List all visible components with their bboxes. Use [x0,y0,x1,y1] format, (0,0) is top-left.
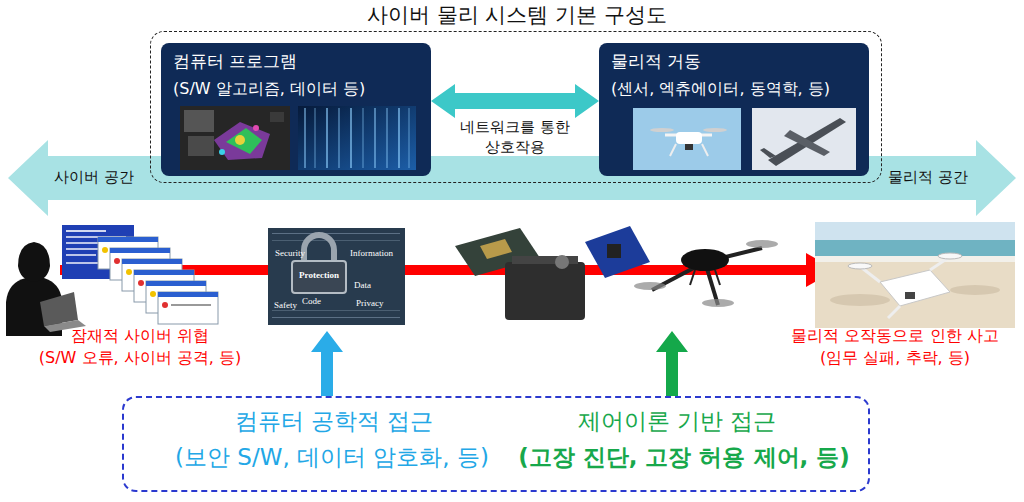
approach-body: (고장 진단, 고장 허용 제어, 등) [518,444,850,472]
security-image [304,235,334,262]
image-word: Security [275,248,305,259]
drone [681,249,729,271]
crash-photo [815,240,1015,256]
image-word: Safety [274,300,297,311]
crash-photo [815,222,1015,328]
error-screen [66,254,96,256]
error-window-cascade [158,292,218,297]
crash-photo [938,253,962,259]
approach-heading: 컴퓨터 공학적 접근 [235,408,434,436]
security-image [272,240,400,241]
error-window-cascade [114,258,120,264]
drone [690,270,695,285]
approach-heading: 제어이론 기반 접근 [578,408,777,436]
hardware-parts [505,262,585,320]
control-approach-arrow [656,331,688,396]
error-window-cascade [134,270,194,275]
computer-approach-arrow [311,331,343,396]
crash-photo [880,270,950,306]
hacker-figure [18,242,50,282]
crash-photo [950,285,1000,295]
error-window-cascade [171,304,211,306]
physical-box: 물리적 거동 (센서, 엑츄에이터, 동역학, 등) [599,43,869,176]
hardware-parts [607,244,621,258]
hardware-parts [555,255,569,269]
image-word: Code [302,296,321,307]
crash-photo [830,294,890,306]
image-word: Privacy [356,298,384,309]
hacker-figure [40,292,78,326]
security-image [272,317,400,318]
drone [634,240,778,307]
crash-photo [905,292,915,299]
error-window-cascade [162,302,168,308]
error-window-cascade [122,259,182,264]
security-image [268,228,405,325]
computer-approach-arrow [311,331,343,396]
crash-photo [848,263,872,269]
box-body: (센서, 엑츄에이터, 동역학, 등) [611,79,830,98]
error-window-cascade [110,248,170,253]
box-heading: 물리적 거동 [611,51,701,71]
threat-label: (S/W 오류, 사이버 공격, 등) [39,348,241,367]
crash-photo [862,268,880,282]
accident-label: (임무 실패, 추락, 등) [820,348,970,367]
cyber-box: 컴퓨터 프로그램 (S/W 알고리즘, 데이터 등) [161,43,431,176]
hardware-parts [455,226,650,320]
security-image [268,228,405,325]
hardware-parts [585,226,650,278]
security-image [292,261,346,293]
crash-photo [888,306,900,318]
error-window-cascade [102,247,108,253]
space-label: 물리적 공간 [888,168,968,186]
space-label: 사이버 공간 [54,168,134,186]
crash-photo [815,256,1015,262]
accident-label: 물리적 오작동으로 인한 사고 [791,326,998,345]
approach-frame: 컴퓨터 공학적 접근 (보안 S/W, 데이터 암호화, 등) 제어이론 기반 접근… [122,396,870,492]
security-image [268,228,405,325]
error-window-cascade [98,237,158,242]
box-body: (S/W 알고리즘, 데이터 등) [173,79,365,98]
image-word: Information [350,248,393,259]
error-window-cascade [98,237,218,324]
image-word: Data [354,280,371,291]
hardware-parts [480,239,512,259]
error-screen [66,230,106,232]
security-image [272,310,400,311]
drone [702,299,734,307]
system-frame: 사이버 물리 시스템 기본 구성도컴퓨터 프로그램(S/W 알고리즘, 데이터 … [150,31,882,183]
crash-photo [930,258,948,270]
interaction-arrow [431,84,599,118]
error-window-cascade [146,281,206,286]
error-window-cascade [126,269,132,275]
crash-photo [815,222,1015,240]
error-window-cascade [138,280,144,286]
drone [715,270,720,285]
box-heading: 컴퓨터 프로그램 [173,51,297,71]
approach-body: (보안 S/W, 데이터 암호화, 등) [175,444,489,472]
image-word: Protection [299,270,339,281]
drone [746,240,778,248]
error-window-cascade [158,292,218,324]
security-image [272,233,400,234]
error-window-cascade [150,291,156,297]
drone [634,282,666,290]
control-approach-arrow [656,331,688,396]
crash-photo [815,222,1015,328]
edge-label: 네트워크를 통한 상호작용 [445,118,585,157]
diagram-heading: 사이버 물리 시스템 기본 구성도 [367,3,667,28]
threat-label: 잠재적 사이버 위협 [71,326,209,345]
